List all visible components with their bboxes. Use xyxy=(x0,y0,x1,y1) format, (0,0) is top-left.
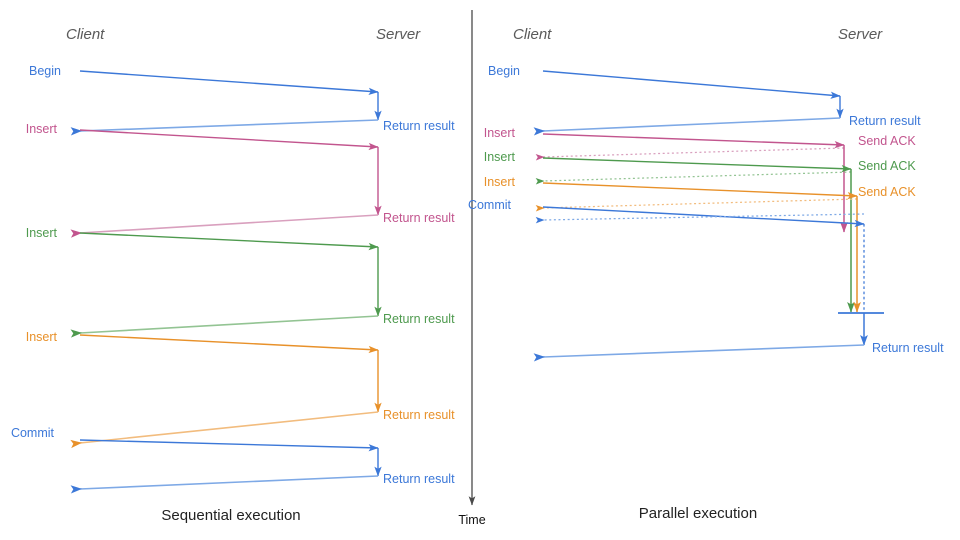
time-axis-label: Time xyxy=(458,513,485,527)
right-final-response-label: Return result xyxy=(872,341,944,355)
ack-arrow-dotted xyxy=(535,213,865,224)
request-arrow xyxy=(79,70,379,95)
left-response-label-2: Return result xyxy=(383,211,455,225)
right-request-label-1: Begin xyxy=(488,64,520,78)
right-request-label-5: Commit xyxy=(468,198,512,212)
left-step-3 xyxy=(70,232,382,338)
left-response-label-3: Return result xyxy=(383,312,455,326)
right-request-label-2: Insert xyxy=(484,126,516,140)
left-response-label-4: Return result xyxy=(383,408,455,422)
response-arrow xyxy=(70,119,379,136)
left-request-label-3: Insert xyxy=(26,226,58,240)
request-arrow xyxy=(79,129,379,151)
left-panel-caption: Sequential execution xyxy=(161,507,300,524)
edges-layer xyxy=(70,10,884,506)
left-server-header: Server xyxy=(376,26,421,43)
left-request-label-5: Commit xyxy=(11,426,55,440)
right-request-label-4: Insert xyxy=(484,175,516,189)
response-arrow xyxy=(70,214,379,238)
left-step-2 xyxy=(70,129,382,238)
left-step-1 xyxy=(70,70,382,136)
right-request-3 xyxy=(535,157,855,313)
right-response-label-3: Send ACK xyxy=(858,159,916,173)
right-response-label-1: Return result xyxy=(849,114,921,128)
right-request-1 xyxy=(533,70,844,136)
left-step-5 xyxy=(70,439,382,494)
request-arrow xyxy=(79,334,379,354)
left-client-header: Client xyxy=(66,26,105,43)
right-request-4 xyxy=(535,182,861,313)
right-request-label-3: Insert xyxy=(484,150,516,164)
left-request-label-2: Insert xyxy=(26,122,58,136)
ack-arrow-dotted xyxy=(535,171,852,185)
left-response-label-1: Return result xyxy=(383,119,455,133)
ack-arrow-dotted xyxy=(535,198,858,212)
right-response-label-4: Send ACK xyxy=(858,185,916,199)
response-arrow xyxy=(70,315,379,338)
request-arrow xyxy=(79,232,379,251)
response-arrow xyxy=(70,411,379,449)
request-arrow xyxy=(542,157,852,173)
right-panel-caption: Parallel execution xyxy=(639,505,757,522)
left-request-label-1: Begin xyxy=(29,64,61,78)
right-request-5 xyxy=(535,206,865,312)
left-response-label-5: Return result xyxy=(383,472,455,486)
response-arrow xyxy=(533,117,841,136)
right-request-2 xyxy=(535,133,848,233)
request-arrow xyxy=(542,182,858,200)
right-client-header: Client xyxy=(513,26,552,43)
request-arrow xyxy=(542,133,845,149)
final-response-arrow xyxy=(533,344,865,362)
response-arrow xyxy=(70,475,379,494)
left-step-4 xyxy=(70,334,382,449)
left-request-label-4: Insert xyxy=(26,330,58,344)
ack-arrow-dotted xyxy=(535,147,845,161)
request-arrow xyxy=(542,206,865,228)
request-arrow xyxy=(542,70,841,99)
request-arrow xyxy=(79,439,379,452)
right-server-header: Server xyxy=(838,26,883,43)
right-response-label-2: Send ACK xyxy=(858,134,916,148)
